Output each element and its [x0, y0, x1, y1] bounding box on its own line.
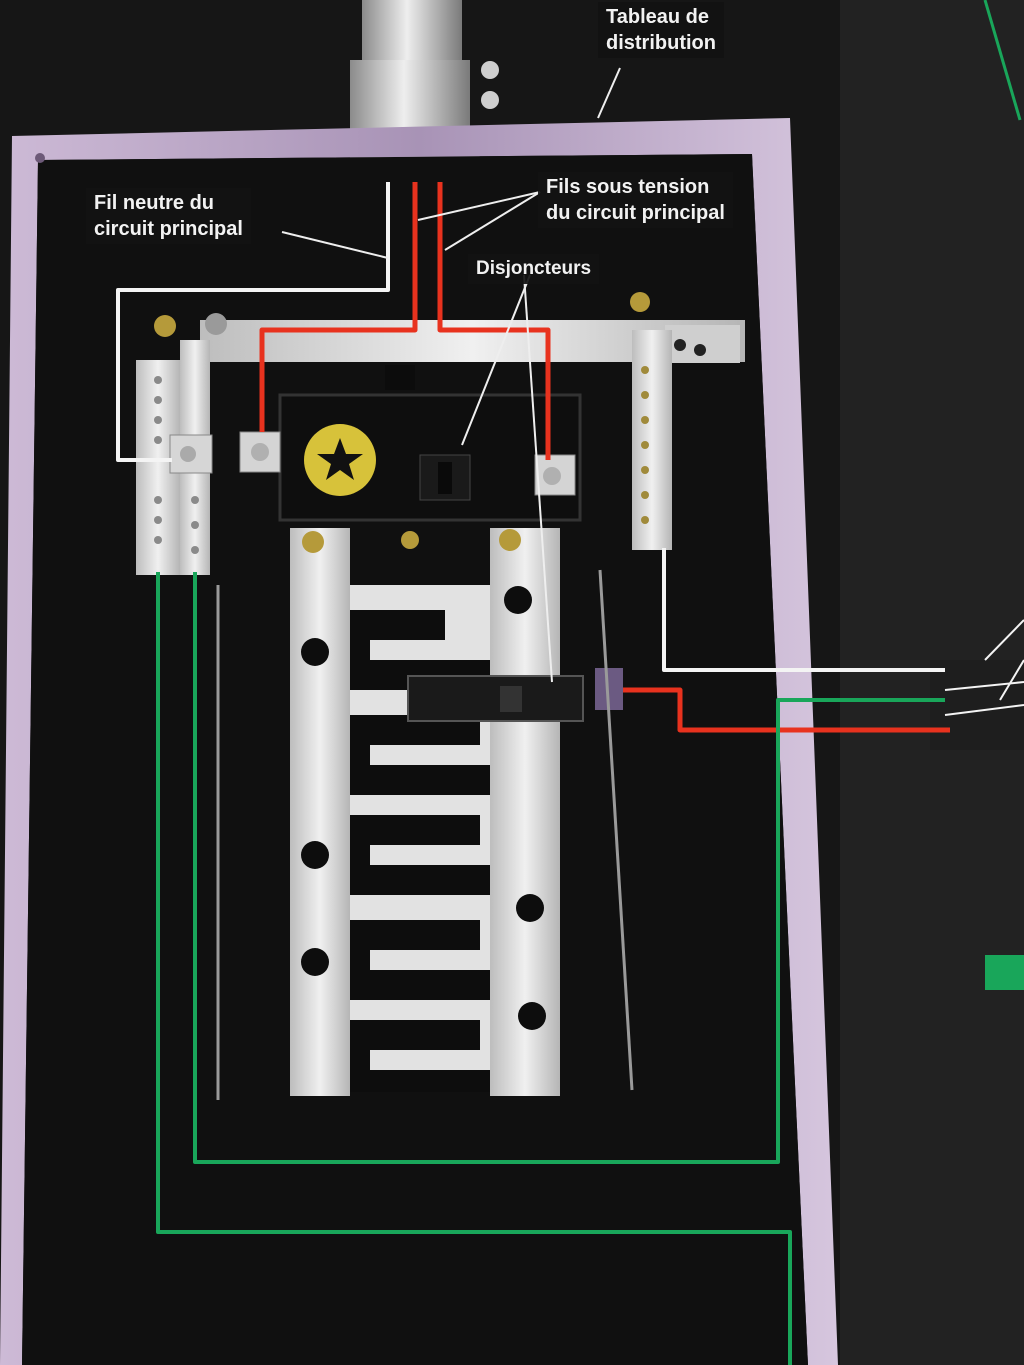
right-cable-sheath [930, 660, 1024, 750]
ground-wires [156, 572, 945, 1365]
breaker-bus [290, 528, 560, 1096]
neutral-bar-right [630, 292, 672, 550]
ground-bar [216, 569, 634, 1100]
main-breaker [239, 393, 582, 522]
right-edge-green [983, 0, 1022, 121]
frame-screw [35, 153, 45, 163]
label-neutral: Fil neutre du circuit principal [86, 188, 251, 244]
label-panel-line1: Tableau de [606, 6, 709, 28]
label-hot-line1: Fils sous tension [546, 176, 710, 198]
label-hot-wires: Fils sous tension du circuit principal [538, 172, 733, 228]
hot-wires [259, 182, 950, 733]
label-hot-line2: du circuit principal [546, 202, 725, 224]
branch-breaker [407, 668, 623, 722]
ground-block [985, 955, 1024, 990]
label-panel-line2: distribution [606, 32, 716, 54]
label-neutral-line2: circuit principal [94, 218, 243, 240]
label-neutral-line1: Fil neutre du [94, 192, 214, 214]
label-breakers-text: Disjoncteurs [476, 258, 592, 279]
leader-lines [281, 67, 621, 683]
service-conduit [350, 0, 499, 182]
neutral-bar-left [136, 313, 227, 575]
label-breakers: Disjoncteurs [468, 254, 600, 284]
right-wire-ends [944, 619, 1024, 716]
neutral-wires [116, 182, 945, 672]
label-panel: Tableau de distribution [598, 2, 724, 58]
